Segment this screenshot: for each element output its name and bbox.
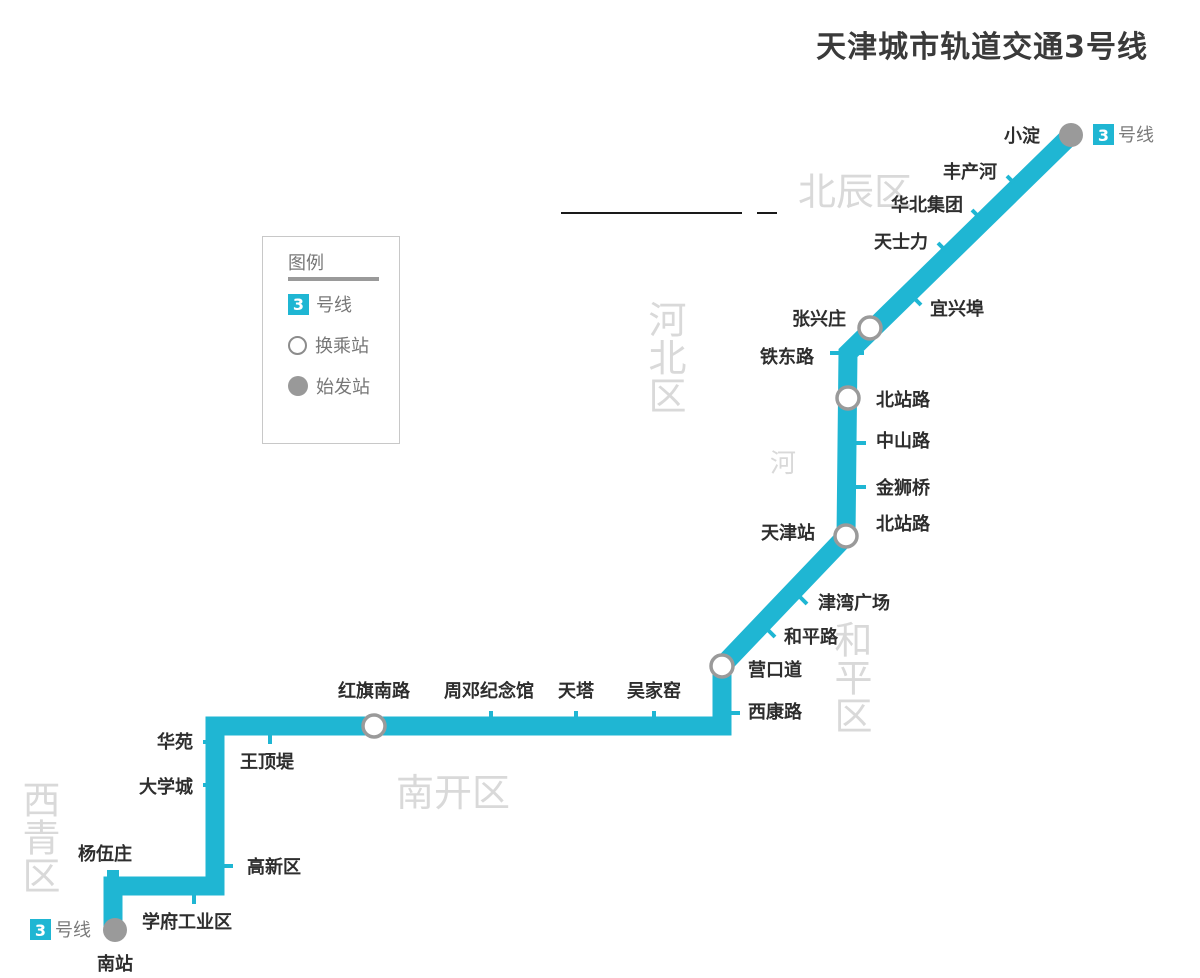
station-label-tianjinzhan[interactable]: 天津站	[761, 522, 815, 544]
district-beichen: 北辰区	[798, 170, 912, 214]
station-label-yingkoudao[interactable]: 营口道	[748, 659, 802, 681]
legend-interchange-label: 换乘站	[315, 336, 369, 357]
legend-item-line: 3 号线	[288, 291, 352, 317]
interchange-yingkoudao	[709, 653, 735, 679]
station-label-jinshiqiao[interactable]: 金狮桥	[875, 477, 931, 499]
legend-item-terminal: 始发站	[288, 373, 370, 399]
district-he: 河	[770, 449, 796, 479]
station-label-xiaodian[interactable]: 小淀	[1004, 125, 1041, 147]
interchange-ring-icon	[288, 335, 307, 355]
station-label-beizhanlu-2[interactable]: 北站路	[876, 513, 931, 535]
station-label-tianshili[interactable]: 天士力	[874, 232, 928, 253]
station-label-hepinglu[interactable]: 和平路	[784, 626, 839, 648]
page-title: 天津城市轨道交通3号线	[816, 30, 1148, 65]
station-label-wangdingdi[interactable]: 王顶堤	[240, 752, 295, 773]
legend-terminal-label: 始发站	[316, 377, 370, 398]
line-badge-top-icon	[1093, 124, 1114, 145]
station-label-nanzhan[interactable]: 南站	[97, 953, 133, 975]
station-label-tianta[interactable]: 天塔	[558, 680, 595, 702]
station-label-beizhanlu[interactable]: 北站路	[876, 389, 931, 411]
station-ticks	[192, 174, 1016, 904]
artifact-line-left	[561, 212, 742, 214]
station-label-zhangxingzhuang[interactable]: 张兴庄	[792, 308, 846, 330]
line-3-track	[103, 128, 1078, 930]
legend-item-interchange: 换乘站	[288, 332, 369, 358]
station-label-fengchanhe[interactable]: 丰产河	[943, 161, 997, 183]
station-label-yixingbu[interactable]: 宜兴埠	[930, 298, 984, 320]
station-label-huabeijituan[interactable]: 华北集团	[891, 194, 963, 216]
artifact-line-right	[757, 212, 777, 214]
station-label-zhongshanlu[interactable]: 中山路	[876, 430, 931, 452]
interchange-tianjinzhan	[833, 523, 859, 549]
interchange-hongqinanlu	[361, 713, 387, 739]
station-label-daxuecheng[interactable]: 大学城	[139, 776, 193, 798]
station-label-gaoxinqu[interactable]: 高新区	[247, 856, 301, 878]
station-label-xikanglu[interactable]: 西康路	[748, 701, 803, 723]
station-label-huayuan[interactable]: 华苑	[157, 731, 193, 753]
interchange-zhangxingzhuang	[857, 315, 883, 341]
district-xiqing: 西青区	[16, 780, 60, 894]
terminal-dot-icon	[288, 376, 308, 396]
line-badge-bottom-number: 3	[35, 921, 46, 940]
line-badge-bottom-label: 号线	[55, 920, 91, 941]
station-label-hongqinanlu[interactable]: 红旗南路	[338, 680, 411, 702]
legend-divider	[288, 277, 379, 281]
station-label-tiedonglu[interactable]: 铁东路	[760, 346, 815, 368]
station-label-yangwuzhuang[interactable]: 杨伍庄	[78, 843, 132, 865]
line-badge-top-label: 号线	[1118, 125, 1154, 146]
interchange-beizhanlu	[835, 385, 861, 411]
line-badge-top-number: 3	[1098, 126, 1109, 145]
interchange-stations	[361, 315, 883, 739]
station-label-zhoudengjinianguan[interactable]: 周邓纪念馆	[444, 680, 534, 702]
station-label-xuefugongyequ[interactable]: 学府工业区	[142, 911, 232, 933]
line-badge-bottom-icon	[30, 919, 51, 940]
terminal-nanzhan	[103, 918, 127, 942]
station-label-jinwanguangchang[interactable]: 津湾广场	[818, 592, 890, 614]
terminal-xiaodian	[1059, 123, 1083, 147]
district-heping: 和平区	[828, 620, 872, 734]
legend-line-label: 号线	[316, 295, 352, 316]
district-nankai: 南开区	[396, 771, 510, 815]
district-hebei: 河北区	[642, 300, 686, 414]
station-label-wujiayao[interactable]: 吴家窑	[627, 680, 681, 702]
legend-title: 图例	[288, 253, 324, 274]
legend: 图例 3 号线 换乘站 始发站	[262, 236, 400, 444]
line-3-badge-icon: 3	[288, 293, 309, 315]
